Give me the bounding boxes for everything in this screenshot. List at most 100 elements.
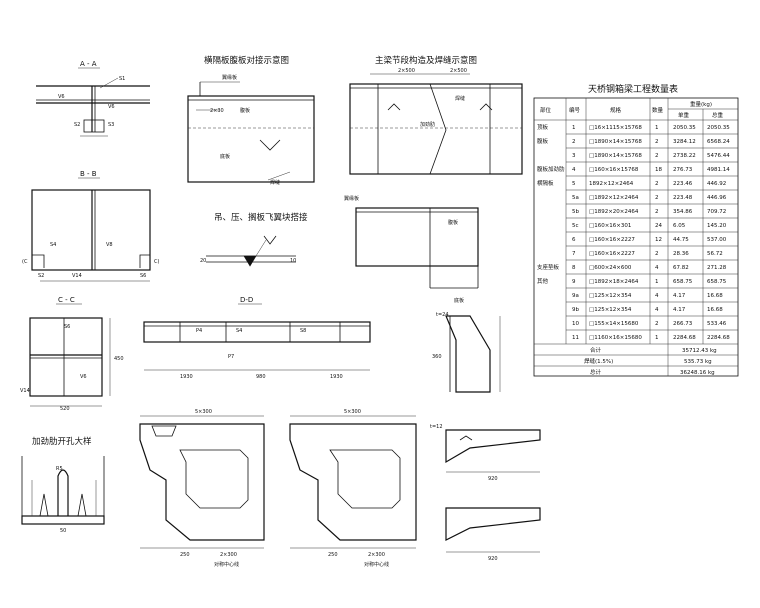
dim-plate1-top: 5×300: [195, 409, 212, 415]
svg-text:t=12: t=12: [430, 424, 443, 430]
table-cell-spec: □125×12×354: [589, 307, 632, 313]
table-cell-spec: □160×16×15768: [589, 167, 639, 173]
table-cell-unit: 223.46: [673, 181, 693, 187]
table-cell-total: 4981.14: [707, 167, 730, 173]
svg-text:2×500: 2×500: [398, 68, 415, 74]
table-cell-count: 2: [655, 181, 659, 187]
table-title: 天桥钢箱梁工程数量表: [588, 83, 678, 95]
th-unit: 单重: [678, 111, 690, 119]
label-bottom: 底板: [220, 153, 230, 160]
tf-sum-label: 合计: [590, 346, 602, 354]
table-cell-unit: 4.17: [673, 307, 686, 313]
label-s3: S3: [108, 122, 114, 128]
table-cell-unit: 266.73: [673, 321, 693, 327]
section-cc-title: C - C: [58, 296, 75, 304]
table-cell-unit: 28.36: [673, 251, 689, 257]
label-s2b: S2: [38, 273, 44, 279]
table-cell-total: 145.20: [707, 223, 727, 229]
label-s8: S8: [300, 328, 306, 334]
table-cell-spec: □160×16×301: [589, 223, 631, 229]
table-cell-spec: □155×14×15680: [589, 321, 639, 327]
table-cell-count: 18: [655, 167, 662, 173]
bracket-plates: t=12 920 920: [430, 424, 541, 562]
table-cell-no: 5c: [572, 223, 579, 229]
table-cell-part: 支座垫板: [537, 263, 560, 271]
table-cell-total: 537.00: [707, 237, 727, 243]
table-cell-total: 446.92: [707, 181, 726, 187]
th-spec: 规格: [610, 106, 622, 114]
svg-text:250: 250: [328, 552, 338, 558]
stiffener-title: 加劲肋开孔大样: [32, 436, 92, 447]
table-cell-count: 4: [655, 293, 659, 299]
svg-text:50: 50: [60, 528, 66, 534]
table-cell-count: 2: [655, 195, 659, 201]
section-dd: D-D P4 S4 S8 P7 1930 980 1930: [143, 296, 371, 380]
table-cell-spec: □600×24×600: [589, 265, 632, 271]
label-s2: S2: [74, 122, 80, 128]
label-s1: S1: [119, 76, 125, 82]
table-cell-spec: □16×1115×15768: [589, 125, 642, 131]
table-cell-total: 709.72: [707, 209, 726, 215]
svg-text:t=24: t=24: [436, 312, 449, 318]
label-v14c: V14: [20, 388, 30, 394]
table-cell-count: 1: [655, 125, 659, 131]
label-v6: V6: [58, 94, 65, 100]
svg-text:450: 450: [114, 356, 124, 362]
label-weld-2: 焊缝: [455, 95, 465, 102]
svg-text:(C: (C: [22, 259, 28, 265]
label-s4: S4: [50, 242, 56, 248]
table-cell-total: 56.72: [707, 251, 723, 257]
table-cell-no: 6: [572, 237, 576, 243]
table-cell-spec: □1892×20×2464: [589, 209, 639, 215]
svg-text:R5: R5: [56, 466, 63, 472]
girder-diagram: 主梁节段构造及焊缝示意图 2×500 2×500 焊缝 加劲肋 翼缘板 腹板 底…: [344, 55, 523, 304]
svg-text:1930: 1930: [330, 374, 343, 380]
table-cell-spec: □1892×18×2464: [589, 279, 639, 285]
svg-text:360: 360: [432, 354, 442, 360]
table-cell-no: 9b: [572, 307, 579, 313]
svg-text:920: 920: [488, 476, 498, 482]
table-cell-total: 6568.24: [707, 139, 730, 145]
table-cell-count: 2: [655, 209, 659, 215]
table-cell-unit: 2284.68: [673, 335, 696, 341]
table-cell-unit: 67.82: [673, 265, 689, 271]
table-cell-unit: 658.75: [673, 279, 693, 285]
table-cell-spec: □1890×14×15768: [589, 139, 642, 145]
th-total: 总重: [712, 111, 724, 119]
svg-text:2×30: 2×30: [210, 108, 224, 114]
label-flange-2: 翼缘板: [344, 195, 359, 202]
svg-text:2×500: 2×500: [450, 68, 467, 74]
table-cell-no: 5a: [572, 195, 579, 201]
section-cc: C - C 520 450 S6 V6 V14: [20, 296, 124, 412]
tf-total-label: 总计: [590, 368, 602, 376]
table-cell-no: 2: [572, 139, 576, 145]
table-cell-count: 12: [655, 237, 662, 243]
pier-detail: t=24 360: [432, 312, 501, 393]
label-s4d: S4: [236, 328, 242, 334]
table-cell-no: 7: [572, 251, 576, 257]
table-cell-no: 10: [572, 321, 579, 327]
table-cell-unit: 3284.12: [673, 139, 696, 145]
table-cell-no: 4: [572, 167, 576, 173]
dim-plate1-bot: 2×300: [220, 552, 237, 558]
svg-text:250: 250: [180, 552, 190, 558]
table-cell-no: 3: [572, 153, 576, 159]
label-web-2: 腹板: [448, 219, 458, 226]
stiffener-detail: 加劲肋开孔大样 R5 50: [21, 436, 105, 534]
svg-text:1930: 1930: [180, 374, 193, 380]
table-cell-spec: □1892×12×2464: [589, 195, 639, 201]
weld-diagram: 横隔板腹板对接示意图 翼缘板 腹板 2×30 底板 焊缝: [187, 55, 315, 186]
label-web: 腹板: [240, 107, 250, 114]
weld-diagram-title: 横隔板腹板对接示意图: [204, 55, 289, 66]
lug-title: 吊、压、搁板飞翼块搭接: [214, 212, 308, 223]
svg-text:920: 920: [488, 556, 498, 562]
label-flange: 翼缘板: [222, 74, 237, 81]
table-cell-spec: □160×16×2227: [589, 251, 635, 257]
table-cell-unit: 223.48: [673, 195, 693, 201]
tf-sum-value: 35712.43 kg: [682, 348, 717, 354]
label-v6c: V6: [80, 374, 87, 380]
table-cell-count: 2: [655, 321, 659, 327]
note-symmetry-2: 对称中心线: [364, 561, 389, 568]
